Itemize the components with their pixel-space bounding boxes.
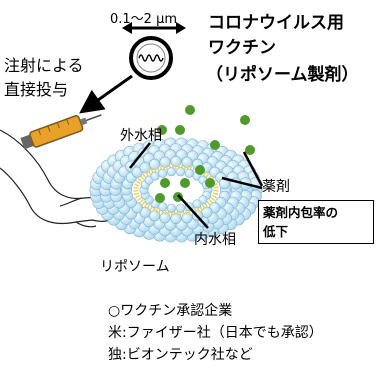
approved-companies: ○ワクチン承認企業 米:ファイザー社（日本でも承認） 独:ビオンテック社など (108, 300, 323, 366)
drug-dot (245, 145, 255, 155)
title-line-2: ワクチン (208, 38, 276, 58)
injection-label-1: 注射による (4, 56, 84, 75)
delivery-arrow (79, 74, 133, 114)
drug-dot (210, 140, 220, 150)
arm-outline (0, 129, 121, 228)
drug-dot (175, 125, 185, 135)
drug-pointer-2 (221, 176, 263, 190)
title-line-1: コロナウイルス用 (208, 13, 344, 33)
drug-dot (195, 165, 205, 175)
lipid-tails (133, 164, 219, 216)
drug-dot (205, 178, 215, 188)
lipid-head-inner (166, 167, 176, 177)
lipid-head-inner (150, 171, 160, 181)
lipid-head-inner (184, 168, 194, 178)
double-arrow-icon (122, 22, 186, 34)
drug-dots (155, 105, 255, 203)
drug-dot (160, 178, 170, 188)
drug-dot (155, 193, 165, 203)
drug-dot (185, 105, 195, 115)
lipid-head-inner (158, 168, 168, 178)
lipid-head (149, 210, 161, 222)
vaccine-particle-icon (129, 36, 173, 80)
note-line-1: 薬剤内包率の (263, 205, 339, 220)
drug-dot (180, 178, 190, 188)
approval-line-us: 米:ファイザー社（日本でも承認） (108, 325, 323, 341)
drug-pointer (242, 151, 264, 187)
drug-label: 薬剤 (262, 179, 290, 195)
encapsulation-note-box: 薬剤内包率の 低下 (258, 200, 374, 244)
lipid-head-inner (176, 203, 186, 213)
lipid-head-inner (158, 202, 168, 212)
lipid-head (159, 156, 171, 168)
approval-line-de: 独:ビオンテック社など (108, 347, 253, 363)
inner-aqueous-label: 内水相 (194, 232, 236, 248)
drug-dot (157, 125, 167, 135)
injection-label-2: 直接投与 (4, 80, 69, 99)
lipid-head-inner (192, 199, 202, 209)
note-line-2: 低下 (263, 224, 289, 239)
lipid-head (181, 156, 193, 168)
lipid-head-inner (176, 167, 186, 177)
liposome-label: リポソーム (100, 259, 170, 275)
outer-aqueous-pointer (129, 142, 151, 169)
approval-heading: ○ワクチン承認企業 (108, 303, 233, 319)
lipid-head (201, 206, 213, 218)
inner-aqueous-pointer (177, 194, 209, 229)
lipid-head-inner (166, 203, 176, 213)
title-line-3: （リポソーム製剤） (206, 65, 359, 85)
liposome-illustration (89, 137, 263, 243)
drug-dot (240, 115, 250, 125)
particle-size-label: 0.1〜2 μm (110, 12, 178, 27)
lipid-head (170, 213, 182, 225)
outer-aqueous-label: 外水相 (120, 128, 162, 144)
syringe-icon (20, 114, 102, 150)
